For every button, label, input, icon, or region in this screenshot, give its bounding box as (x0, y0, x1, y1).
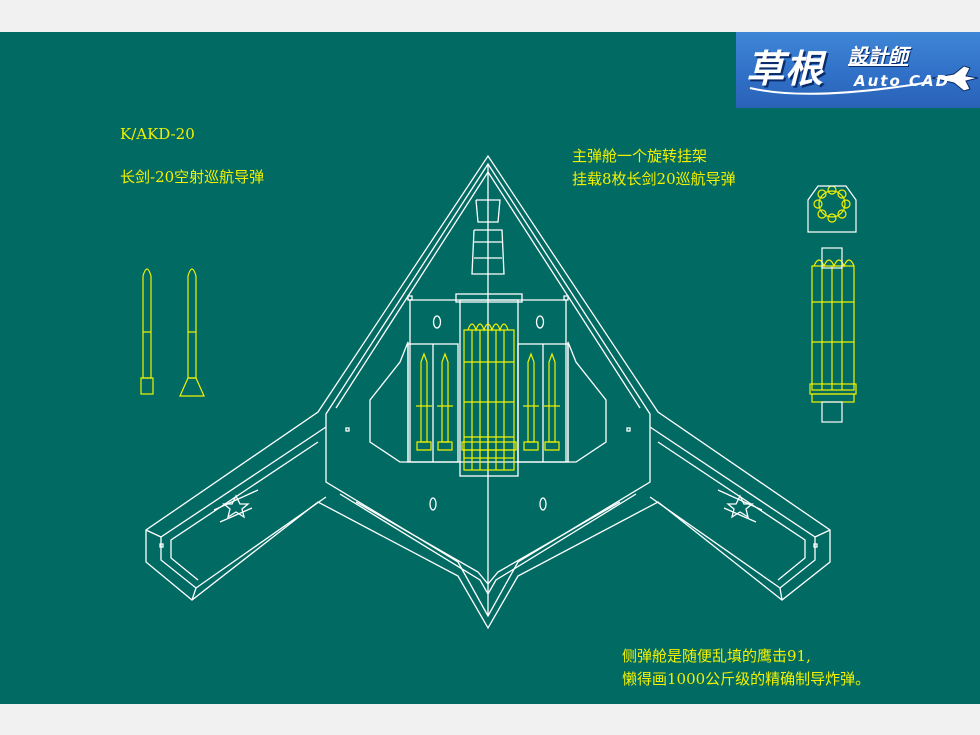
jet-icon (749, 65, 979, 95)
weapons-overlay (140, 185, 857, 471)
missile-side-views (140, 268, 205, 397)
missile-name-label: 长剑-20空射巡航导弹 (120, 168, 265, 186)
logo-sub-text: Auto CAD (854, 72, 951, 90)
aircraft-drawing (140, 154, 857, 630)
main-bay-note-line2: 挂载8枚长剑20巡航导弹 (572, 170, 736, 188)
side-bay-note-line2: 懒得画1000公斤级的精确制导炸弹。 (622, 670, 871, 688)
launcher-frames (807, 185, 857, 423)
model-designation-label: K/AKD-20 (120, 125, 195, 143)
cad-drawing-canvas: K/AKD-20 长剑-20空射巡航导弹 主弹舱一个旋转挂架 挂载8枚长剑20巡… (0, 32, 980, 704)
logo-secondary-text: 設計師 (848, 44, 908, 68)
main-bay-note-line1: 主弹舱一个旋转挂架 (572, 147, 708, 165)
logo-banner: 草根 設計師 Auto CAD (736, 32, 980, 108)
airframe-outline (145, 154, 831, 630)
side-bay-missiles (416, 352, 560, 451)
side-bay-note-line1: 侧弹舱是随便乱填的鹰击91, (622, 647, 811, 665)
rotary-launcher-views (809, 185, 857, 403)
logo-main-text: 草根 (746, 47, 825, 91)
rotary-launcher-bay (461, 323, 517, 471)
